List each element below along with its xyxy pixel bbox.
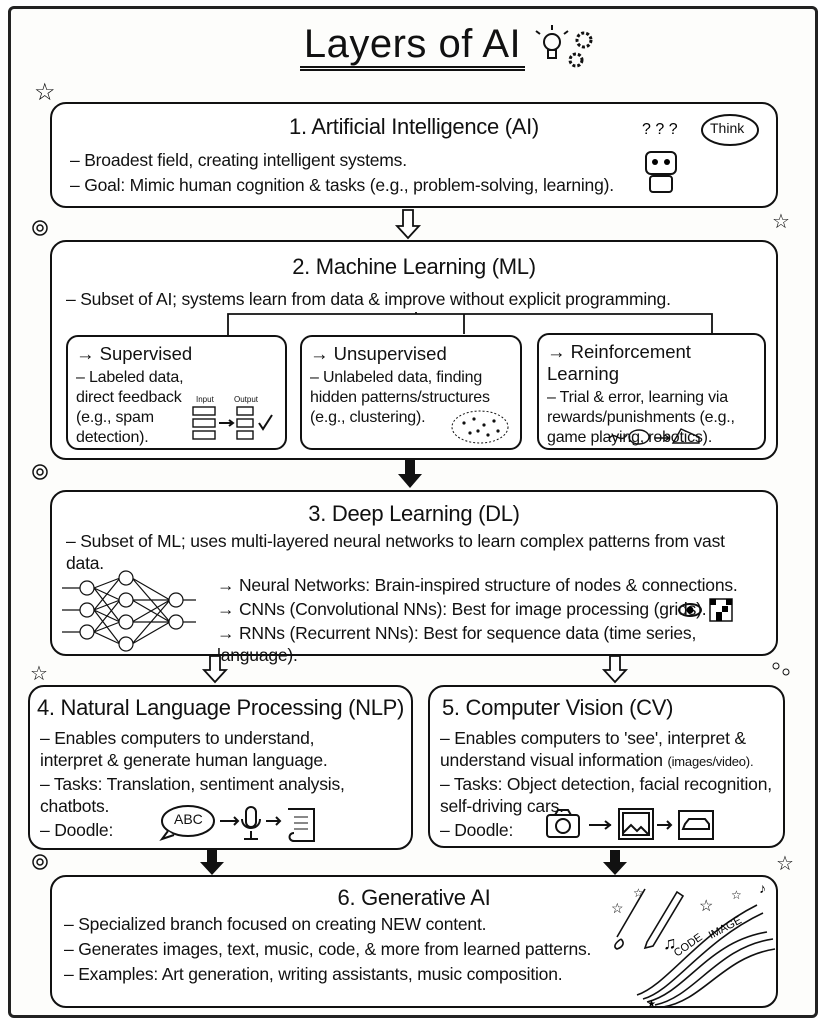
solid-arrow-down-cv <box>603 850 627 875</box>
ai-line-2: – Goal: Mimic human cognition & tasks (e… <box>70 175 614 195</box>
neural-network-icon <box>62 570 196 652</box>
dl-item-cnns: → CNNs (Convolutional NNs): Best for ima… <box>217 599 707 619</box>
cv-box: 5. Computer Vision (CV) – Enables comput… <box>428 685 785 848</box>
reinforcement-card: → Reinforcement Learning – Trial & error… <box>537 333 766 450</box>
nlp-line-3: – Doodle: <box>40 820 114 840</box>
ai-box: 1. Artificial Intelligence (AI) – Broade… <box>50 102 778 208</box>
cv-line-3: – Doodle: <box>440 820 514 840</box>
gen-line-3: – Examples: Art generation, writing assi… <box>64 964 563 984</box>
mouse-cheese-icon <box>608 428 700 445</box>
thought-bubble-icon <box>701 114 759 146</box>
ai-line-1: – Broadest field, creating intelligent s… <box>70 150 407 170</box>
solid-arrow-down <box>398 460 422 488</box>
unsupervised-text: – Unlabeled data, finding hidden pattern… <box>310 369 490 426</box>
dl-item-neural-networks: → Neural Networks: Brain-inspired struct… <box>217 575 738 595</box>
supervised-title: → Supervised <box>76 343 193 364</box>
output-label: Output <box>234 395 259 404</box>
generative-ai-box: 6. Generative AI – Specialized branch fo… <box>50 875 778 1010</box>
branch-lines <box>227 312 713 337</box>
svg-text:☆: ☆ <box>34 79 56 106</box>
hollow-arrow-down <box>394 209 422 240</box>
unsupervised-card: → Unsupervised – Unlabeled data, finding… <box>300 335 522 450</box>
supervised-card: → Supervised – Labeled data, direct feed… <box>66 335 287 450</box>
gen-heading: 6. Generative AI <box>337 885 491 910</box>
svg-text:☆: ☆ <box>731 888 742 902</box>
gen-line-1: – Specialized branch focused on creating… <box>64 914 487 934</box>
spiral-doodle <box>32 220 48 236</box>
dl-heading: 3. Deep Learning (DL) <box>308 501 520 526</box>
star-doodle: ☆ <box>776 853 794 875</box>
cv-line-1: – Enables computers to 'see', interpret … <box>440 728 746 770</box>
cv-line-2: – Tasks: Object detection, facial recogn… <box>440 774 772 816</box>
nlp-heading: 4. Natural Language Processing (NLP) <box>36 695 405 720</box>
cv-line-1-small: (images/video). <box>667 754 754 769</box>
spiral-doodle <box>32 854 48 870</box>
nlp-box: 4. Natural Language Processing (NLP) – E… <box>28 685 413 850</box>
circle-doodle <box>772 662 790 676</box>
gen-line-2: – Generates images, text, music, code, &… <box>64 939 592 959</box>
nlp-line-2: – Tasks: Translation, sentiment analysis… <box>40 774 345 816</box>
svg-text:♫: ♫ <box>663 933 677 953</box>
spiral-doodle <box>32 464 48 480</box>
robot-icon: ? ? ? <box>642 121 678 193</box>
abc-label: ABC <box>174 811 203 827</box>
ai-heading: 1. Artificial Intelligence (AI) <box>289 114 539 139</box>
svg-text:☆: ☆ <box>30 663 48 685</box>
svg-text:? ? ?: ? ? ? <box>642 121 678 138</box>
nlp-line-1: – Enables computers to understand, inter… <box>40 728 328 770</box>
svg-text:☆: ☆ <box>772 211 790 233</box>
svg-text:☆: ☆ <box>776 853 794 875</box>
lightbulb-gear-icon <box>535 25 593 68</box>
think-label: Think <box>710 120 745 136</box>
title-text: Layers of AI <box>299 22 526 71</box>
svg-text:☆: ☆ <box>699 898 713 915</box>
unsupervised-title: → Unsupervised <box>310 343 447 364</box>
star-doodle: ☆ <box>772 211 790 233</box>
camera-photo-car-icon <box>546 808 714 840</box>
eye-grid-icon <box>678 598 733 622</box>
supervised-text: – Labeled data, direct feedback (e.g., s… <box>76 369 184 446</box>
ml-line: – Subset of AI; systems learn from data … <box>66 289 671 309</box>
speech-bubble-icon <box>159 805 215 841</box>
ml-heading: 2. Machine Learning (ML) <box>292 254 536 279</box>
svg-text:★: ★ <box>647 999 656 1010</box>
dl-item-rnns: → RNNs (Recurrent NNs): Best for sequenc… <box>217 623 697 665</box>
dl-box: 3. Deep Learning (DL) – Subset of ML; us… <box>50 490 778 665</box>
svg-text:☆: ☆ <box>611 900 624 916</box>
star-doodle: ☆ <box>30 663 48 685</box>
image-label: IMAGE <box>707 914 744 941</box>
mic-scroll-icon <box>220 806 315 842</box>
input-label: Input <box>196 395 214 404</box>
page-title: Layers of AI <box>0 22 825 71</box>
hollow-arrow-down-nlp <box>201 655 229 684</box>
hollow-arrow-down-cv <box>601 655 629 684</box>
dl-line: – Subset of ML; uses multi-layered neura… <box>66 531 725 573</box>
solid-arrow-down-nlp <box>200 850 224 875</box>
input-output-icon <box>192 406 273 440</box>
cv-heading: 5. Computer Vision (CV) <box>442 695 674 720</box>
svg-text:☆: ☆ <box>633 886 644 900</box>
star-doodle: ☆ <box>34 79 56 106</box>
reinforcement-title: → Reinforcement Learning <box>547 341 691 384</box>
cluster-icon <box>451 410 509 444</box>
svg-text:♪: ♪ <box>759 880 766 896</box>
